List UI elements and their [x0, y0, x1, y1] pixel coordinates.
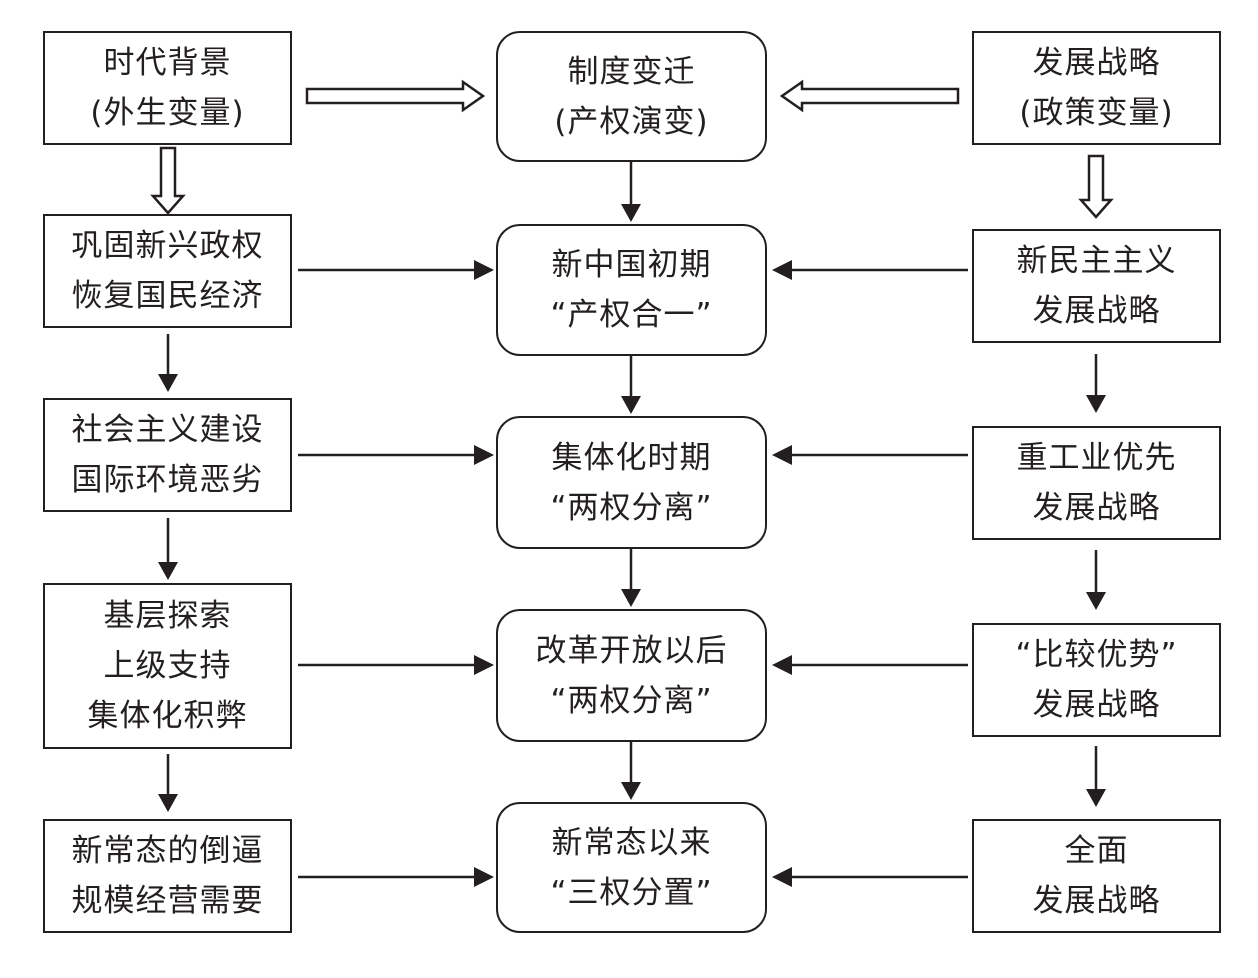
- box-line: 国际环境恶劣: [71, 462, 264, 498]
- box-line: 发展战略: [1032, 883, 1161, 919]
- box-comparative-advantage: “比较优势” 发展战略: [972, 623, 1221, 737]
- arrowhead-left-1: [158, 374, 178, 392]
- arrowhead-center-4: [621, 782, 641, 800]
- box-grassroots-exploration: 基层探索 上级支持 集体化积弊: [43, 583, 292, 749]
- box-line: “三权分置”: [550, 874, 713, 911]
- box-line: 时代背景: [103, 45, 232, 81]
- box-line: 上级支持: [103, 648, 232, 684]
- box-line: 新中国初期: [551, 247, 712, 283]
- hollow-arrow-right-down: [1078, 154, 1114, 219]
- arrowhead-left-to-center-4: [474, 867, 494, 887]
- box-line: 社会主义建设: [71, 412, 264, 448]
- arrowhead-right-to-center-3: [772, 655, 792, 675]
- box-development-strategy: 发展战略 (政策变量): [972, 31, 1221, 145]
- box-line: (政策变量): [1019, 95, 1174, 131]
- arrowhead-left-2: [158, 562, 178, 580]
- arrowhead-right-to-center-2: [772, 445, 792, 465]
- box-line: 全面: [1064, 833, 1129, 869]
- box-line: 制度变迁: [567, 53, 696, 90]
- box-comprehensive: 全面 发展战略: [972, 819, 1221, 933]
- box-line: 集体化时期: [551, 439, 712, 476]
- box-institutional-change: 制度变迁 (产权演变): [496, 31, 767, 162]
- arrowhead-left-3: [158, 794, 178, 812]
- box-since-new-normal: 新常态以来 “三权分置”: [496, 802, 767, 933]
- box-heavy-industry: 重工业优先 发展战略: [972, 426, 1221, 540]
- arrowhead-right-1: [1086, 395, 1106, 413]
- box-line: 发展战略: [1032, 45, 1161, 81]
- box-line: 集体化积弊: [87, 698, 248, 734]
- box-socialist-construction: 社会主义建设 国际环境恶劣: [43, 398, 292, 512]
- box-line: 基层探索: [103, 598, 232, 634]
- box-early-prc: 新中国初期 “产权合一”: [496, 224, 767, 356]
- box-new-normal-pressure: 新常态的倒逼 规模经营需要: [43, 819, 292, 933]
- hollow-arrow-right-to-top-center: [779, 79, 960, 113]
- box-line: “比较优势”: [1015, 637, 1178, 673]
- box-line: 发展战略: [1032, 293, 1161, 329]
- box-line: “两权分离”: [550, 489, 713, 526]
- arrowhead-right-to-center-1: [772, 260, 792, 280]
- box-line: 发展战略: [1032, 490, 1161, 526]
- box-line: 恢复国民经济: [71, 278, 264, 314]
- box-line: (产权演变): [554, 103, 709, 140]
- box-line: “两权分离”: [550, 682, 713, 719]
- box-line: 规模经营需要: [71, 883, 264, 919]
- box-consolidate-regime: 巩固新兴政权 恢复国民经济: [43, 214, 292, 328]
- box-line: 发展战略: [1032, 687, 1161, 723]
- box-line: 新常态的倒逼: [71, 833, 264, 869]
- arrowhead-center-1: [621, 204, 641, 222]
- box-after-reform: 改革开放以后 “两权分离”: [496, 609, 767, 742]
- box-era-background: 时代背景 (外生变量): [43, 31, 292, 145]
- arrowhead-right-2: [1086, 592, 1106, 610]
- box-line: 巩固新兴政权: [71, 228, 264, 264]
- hollow-arrow-left-down: [150, 146, 186, 215]
- hollow-arrow-left-to-top-center: [305, 79, 486, 113]
- box-line: 重工业优先: [1016, 440, 1177, 476]
- box-line: “产权合一”: [550, 297, 713, 333]
- arrowhead-left-to-center-2: [474, 445, 494, 465]
- box-line: 新常态以来: [551, 824, 712, 861]
- arrowhead-right-3: [1086, 789, 1106, 807]
- arrowhead-center-2: [621, 396, 641, 414]
- box-line: 新民主主义: [1016, 243, 1177, 279]
- arrowhead-right-to-center-4: [772, 867, 792, 887]
- arrowhead-left-to-center-3: [474, 655, 494, 675]
- box-line: (外生变量): [90, 95, 245, 131]
- arrowhead-left-to-center-1: [474, 260, 494, 280]
- box-collectivization: 集体化时期 “两权分离”: [496, 416, 767, 549]
- box-new-democracy: 新民主主义 发展战略: [972, 229, 1221, 343]
- arrowhead-center-3: [621, 589, 641, 607]
- box-line: 改革开放以后: [535, 632, 728, 669]
